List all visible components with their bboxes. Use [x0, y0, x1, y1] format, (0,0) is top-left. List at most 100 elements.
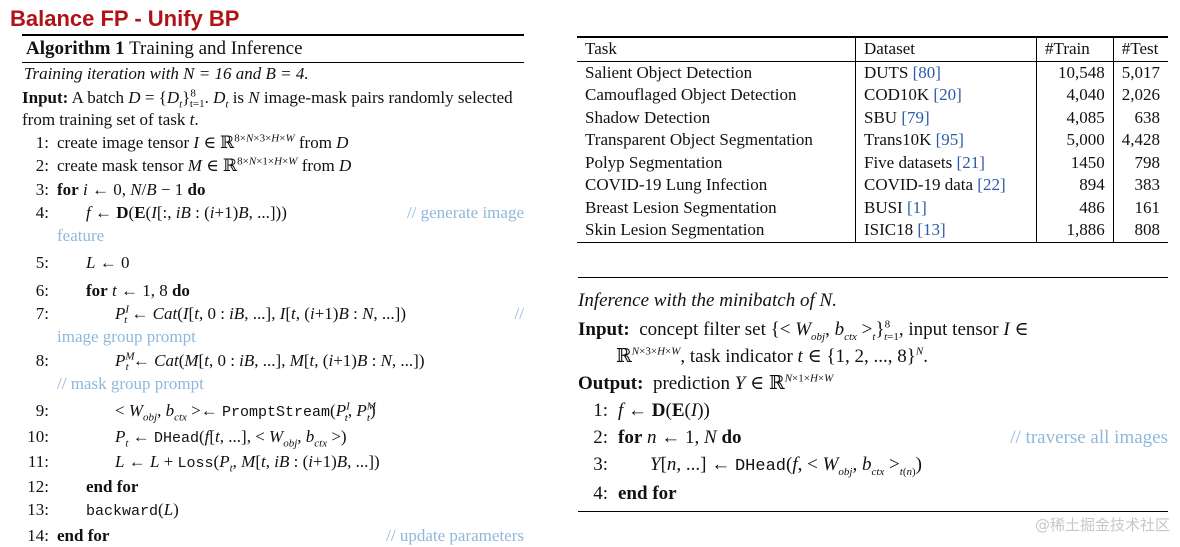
algorithm-name: Training and Inference: [129, 38, 303, 59]
inference-box: Inference with the minibatch of N. Input…: [578, 277, 1168, 512]
algorithm-step-11: 11:L ← L + Loss(Pt, M[t, iB : (i+1)B, ..…: [27, 451, 380, 475]
header-dataset: Dataset: [854, 38, 1037, 62]
watermark: @稀土掘金技术社区: [1034, 516, 1170, 534]
algorithm-box: Algorithm 1 Training and Inference Train…: [22, 34, 524, 547]
cell-test: 638: [1112, 106, 1168, 129]
table-bottom-rule: [577, 241, 1168, 243]
algorithm-step-8-comment-wrap: // mask group prompt: [57, 373, 204, 393]
inference-title: Inference with the minibatch of N.: [578, 290, 837, 311]
cell-test: 808: [1112, 219, 1168, 242]
cell-test: 2,026: [1112, 84, 1168, 107]
citation-link[interactable]: [21]: [956, 152, 985, 172]
cell-test: 383: [1112, 174, 1168, 197]
cell-task: Polyp Segmentation: [585, 152, 723, 172]
algorithm-step-9: 9:< Wobj, bctx >← PromptStream(PIt, PMt): [35, 400, 376, 424]
cell-test: 5,017: [1112, 61, 1168, 84]
dataset-table: Task Dataset #Train #Test Salient Object…: [577, 38, 1168, 242]
cell-train: 5,000: [1036, 129, 1114, 152]
dataset-name: Five datasets: [863, 152, 953, 172]
algorithm-step-10: 10:Pt ← DHead(f[t, ...], < Wobj, bctx >): [27, 426, 347, 449]
dataset-name: COVID-19 data: [863, 175, 974, 194]
slide-title: Balance FP - Unify BP: [10, 6, 240, 31]
cell-test: 4,428: [1112, 129, 1168, 152]
citation-link[interactable]: [95]: [935, 130, 964, 149]
table-row: COVID-19 Lung Infection COVID-19 data [22…: [577, 174, 1168, 197]
cell-train: 894: [1036, 174, 1114, 197]
citation-link[interactable]: [80]: [912, 62, 941, 82]
dataset-name: SBU: [863, 107, 898, 127]
dataset-name: DUTS: [863, 62, 909, 82]
algorithm-input-label: Input:: [22, 88, 69, 107]
citation-link[interactable]: [1]: [906, 197, 927, 217]
cell-dataset: DUTS [80]: [854, 61, 1037, 84]
header-test: #Test: [1112, 38, 1168, 62]
inference-output: Output: prediction Y ∈ ℝN×1×H×W: [578, 372, 834, 394]
inference-input-cont: ℝN×3×H×W, task indicator t ∈ {1, 2, ...,…: [616, 345, 928, 367]
algorithm-step-2: 2:create mask tensor M ∈ ℝ8×N×1×H×W from…: [35, 155, 352, 176]
cell-train: 4,040: [1036, 84, 1114, 107]
citation-link[interactable]: [22]: [977, 175, 1006, 194]
algorithm-input: Input: A batch D = {Dt}8t=1. Dt is N ima…: [22, 87, 524, 131]
algorithm-step-12: 12:end for: [27, 477, 139, 497]
algorithm-step-6: 6:for t ← 1, 8 do: [35, 280, 190, 300]
algorithm-input-text: A batch D = {Dt}8t=1. Dt is N image-mask…: [22, 87, 513, 129]
inference-input-label: Input:: [578, 319, 630, 340]
cell-train: 486: [1036, 196, 1114, 219]
algorithm-step-5: 5:L ← 0: [35, 253, 130, 273]
algorithm-step-7-comment-wrap: image group prompt: [57, 327, 196, 347]
inference-step-1: 1:f ← D(E(I)): [593, 400, 710, 421]
dataset-name: BUSI: [863, 197, 903, 217]
algorithm-subtitle: Training iteration with N = 16 and B = 4…: [24, 64, 309, 83]
inference-step-2: 2:for n ← 1, N do// traverse all images: [593, 427, 1168, 448]
algorithm-top-rule: [22, 34, 524, 36]
cell-train: 4,085: [1036, 106, 1114, 129]
cell-dataset: Trans10K [95]: [854, 129, 1037, 152]
inference-input: Input: concept filter set {< Wobj, bctx …: [578, 318, 1029, 343]
cell-test: 798: [1112, 151, 1168, 174]
inference-step-3: 3:Y[n, ...] ← DHead(f, < Wobj, bctx >t(n…: [593, 454, 922, 478]
cell-dataset: ISIC18 [13]: [854, 219, 1037, 242]
dataset-name: ISIC18: [863, 220, 914, 239]
inference-top-rule: [578, 277, 1168, 278]
cell-dataset: COVID-19 data [22]: [854, 174, 1037, 197]
cell-task: Shadow Detection: [585, 107, 711, 127]
citation-link[interactable]: [79]: [901, 107, 930, 127]
cell-dataset: Five datasets [21]: [854, 151, 1037, 174]
dataset-name: Trans10K: [863, 130, 932, 149]
cell-train: 1450: [1036, 151, 1114, 174]
cell-task: Transparent Object Segmentation: [585, 130, 813, 149]
algorithm-step-7: 7:PIt ← Cat(I[t, 0 : iB, ...], I[t, (i+1…: [35, 303, 524, 327]
cell-task: Camouflaged Object Detection: [585, 85, 797, 104]
cell-test: 161: [1112, 196, 1168, 219]
algorithm-step-1: 1:create image tensor I ∈ ℝ8×N×3×H×W fro…: [35, 132, 349, 152]
cell-task: Skin Lesion Segmentation: [585, 220, 765, 239]
inference-output-label: Output:: [578, 373, 644, 394]
inference-step-4: 4:end for: [593, 483, 677, 504]
cell-train: 10,548: [1036, 61, 1114, 84]
citation-link[interactable]: [13]: [917, 220, 946, 239]
citation-link[interactable]: [20]: [933, 85, 962, 104]
cell-task: COVID-19 Lung Infection: [585, 175, 768, 194]
table-row: Transparent Object Segmentation Trans10K …: [577, 129, 1168, 152]
algorithm-step-4: 4:f ← D(E(I[:, iB : (i+1)B, ...]))// gen…: [35, 202, 524, 222]
cell-train: 1,886: [1036, 219, 1114, 242]
algorithm-step-8: 8:PMt ← Cat(M[t, 0 : iB, ...], M[t, (i+1…: [35, 350, 425, 374]
algorithm-step-3: 3:for i ← 0, N/B − 1 do: [35, 179, 206, 199]
algorithm-step-14: 14:end for// update parameters: [27, 525, 524, 545]
cell-dataset: SBU [79]: [854, 106, 1037, 129]
dataset-name: COD10K: [863, 85, 930, 104]
table-top-rule: [577, 36, 1168, 38]
table-row: Camouflaged Object Detection COD10K [20] 4…: [577, 84, 1168, 107]
algorithm-step-4-comment-wrap: feature: [57, 226, 105, 246]
header-train: #Train: [1036, 38, 1114, 62]
table-header-row: Task Dataset #Train #Test: [577, 38, 1168, 62]
cell-task: Salient Object Detection: [585, 62, 753, 82]
algorithm-label: Algorithm 1: [26, 38, 125, 59]
dataset-table-box: Task Dataset #Train #Test Salient Object…: [577, 36, 1168, 243]
algorithm-header: Algorithm 1 Training and Inference: [22, 36, 524, 62]
